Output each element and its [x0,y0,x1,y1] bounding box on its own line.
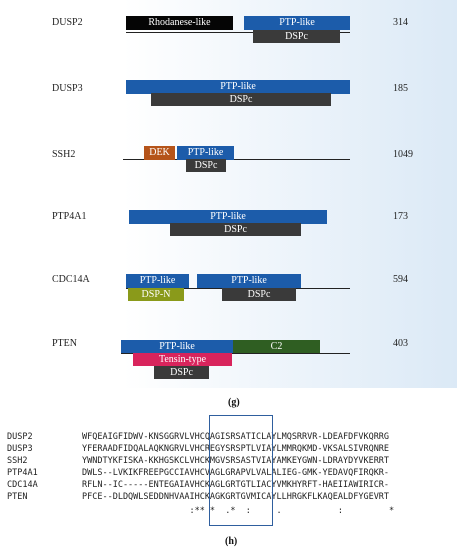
protein-name: DUSP3 [52,83,83,94]
alignment-conservation: :** * .* : . : * [82,506,395,516]
protein-length: 403 [393,338,408,349]
alignment-sequence: YFERAADFIDQALAQKNGRVLVHCREGYSRSPTLVIAYLM… [82,444,390,454]
protein-backbone [121,353,350,354]
panel-label-h: (h) [225,536,238,547]
alignment-seq-name: CDC14A [7,480,38,490]
domain-rhodanese-like: Rhodanese-like [126,16,233,30]
alignment-sequence: RFLN--IC-----ENTEGAIAVHCKAGLGRTGTLIACYVM… [82,480,390,490]
domain-dsp-n: DSP-N [128,288,184,301]
alignment-seq-name: DUSP2 [7,432,33,442]
alignment-sequence: PFCE--DLDQWLSEDDNHVAAIHCKAGKGRTGVMICAYLL… [82,492,390,502]
alignment-sequence: WFQEAIGFIDWV-KNSGGRVLVHCQAGISRSATICLAYLM… [82,432,390,442]
domain-tensin-type: Tensin-type [133,353,232,366]
domain-dspc: DSPc [154,366,209,379]
domain-architecture-panel [40,0,457,388]
protein-name: PTEN [52,338,77,349]
protein-length: 314 [393,17,408,28]
domain-ptp-like: PTP-like [129,210,327,224]
alignment-seq-name: DUSP3 [7,444,33,454]
alignment-sequence: DWLS--LVKIKFREEPGCCIAVHCVAGLGRAPVLVALALI… [82,468,390,478]
protein-length: 185 [393,83,408,94]
domain-dspc: DSPc [170,223,301,236]
domain-ptp-like: PTP-like [197,274,301,288]
protein-name: SSH2 [52,149,76,160]
alignment-seq-name: SSH2 [7,456,28,466]
protein-name: CDC14A [52,274,90,285]
domain-dek: DEK [144,146,175,160]
domain-ptp-like: PTP-like [244,16,350,30]
domain-dspc: DSPc [222,288,296,301]
domain-ptp-like: PTP-like [126,80,350,94]
catalytic-motif-box [209,415,273,526]
domain-c2: C2 [233,340,320,353]
alignment-sequence: YWNDTYKFISKA-KKHGSKCLVHCKMGVSRSASTVIAYAM… [82,456,390,466]
domain-ptp-like: PTP-like [121,340,233,353]
domain-dspc: DSPc [186,159,226,172]
domain-ptp-like: PTP-like [126,274,189,288]
alignment-seq-name: PTEN [7,492,28,502]
panel-label-g: (g) [228,397,240,408]
protein-length: 1049 [393,149,413,160]
alignment-seq-name: PTP4A1 [7,468,38,478]
protein-length: 173 [393,211,408,222]
domain-ptp-like: PTP-like [177,146,234,160]
protein-name: PTP4A1 [52,211,87,222]
protein-backbone [123,159,350,160]
domain-dspc: DSPc [151,93,331,106]
protein-backbone [126,32,350,33]
protein-length: 594 [393,274,408,285]
domain-dspc: DSPc [253,30,340,43]
protein-name: DUSP2 [52,17,83,28]
